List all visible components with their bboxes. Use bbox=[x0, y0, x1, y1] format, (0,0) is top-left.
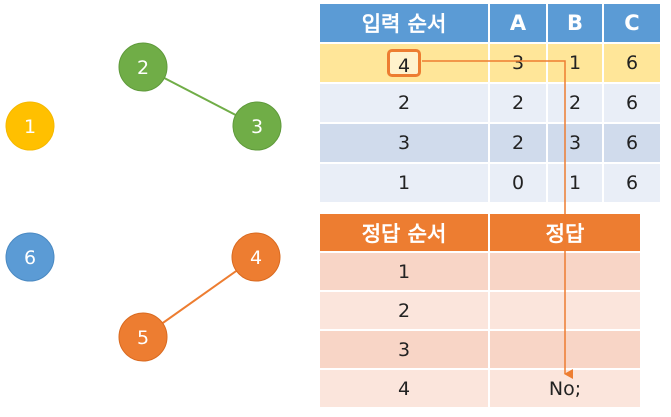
answer-order-cell: 3 bbox=[320, 329, 490, 368]
table-row: 3 bbox=[320, 329, 640, 368]
table-row: 4 3 1 6 bbox=[320, 42, 660, 82]
graph-node-2: 2 bbox=[118, 42, 168, 92]
input-table: 입력 순서 A B C 4 3 1 6 2 2 2 6 3 2 3 6 1 0 … bbox=[320, 4, 660, 202]
answer-order-cell: 2 bbox=[320, 290, 490, 329]
input-a-cell: 2 bbox=[490, 82, 548, 122]
answer-value-cell: No; bbox=[490, 368, 640, 407]
table-row: 4 No; bbox=[320, 368, 640, 407]
answer-table-header: 정답 순서 정답 bbox=[320, 214, 640, 251]
answer-value-cell bbox=[490, 290, 640, 329]
input-a-cell: 0 bbox=[490, 162, 548, 202]
highlighted-order-value: 4 bbox=[387, 49, 421, 77]
graph-node-5-label: 5 bbox=[137, 327, 149, 349]
answer-order-cell: 4 bbox=[320, 368, 490, 407]
input-b-cell: 3 bbox=[548, 122, 604, 162]
input-b-cell: 1 bbox=[548, 162, 604, 202]
input-a-cell: 2 bbox=[490, 122, 548, 162]
graph-node-1-label: 1 bbox=[24, 116, 36, 138]
answer-value-cell bbox=[490, 329, 640, 368]
answer-table: 정답 순서 정답 1 2 3 4 No; bbox=[320, 214, 640, 407]
graph-node-2-label: 2 bbox=[137, 57, 149, 79]
answer-value-cell bbox=[490, 251, 640, 290]
table-row: 1 bbox=[320, 251, 640, 290]
graph-node-6-label: 6 bbox=[24, 247, 36, 269]
input-a-cell: 3 bbox=[490, 42, 548, 82]
input-header-b: B bbox=[548, 4, 604, 42]
answer-header-order: 정답 순서 bbox=[320, 214, 490, 251]
input-b-cell: 2 bbox=[548, 82, 604, 122]
graph-node-3-label: 3 bbox=[251, 116, 263, 138]
input-header-c: C bbox=[604, 4, 660, 42]
input-header-order: 입력 순서 bbox=[320, 4, 490, 42]
input-order-cell: 2 bbox=[320, 82, 490, 122]
input-c-cell: 6 bbox=[604, 122, 660, 162]
input-table-header: 입력 순서 A B C bbox=[320, 4, 660, 42]
graph-node-3: 3 bbox=[232, 101, 282, 151]
input-header-a: A bbox=[490, 4, 548, 42]
input-order-cell: 3 bbox=[320, 122, 490, 162]
input-c-cell: 6 bbox=[604, 162, 660, 202]
input-b-cell: 1 bbox=[548, 42, 604, 82]
graph-node-1: 1 bbox=[5, 101, 55, 151]
input-order-cell: 1 bbox=[320, 162, 490, 202]
graph-node-6: 6 bbox=[5, 232, 55, 282]
table-row: 2 2 2 6 bbox=[320, 82, 660, 122]
answer-order-cell: 1 bbox=[320, 251, 490, 290]
input-order-cell: 4 bbox=[320, 42, 490, 82]
graph-node-5: 5 bbox=[118, 312, 168, 362]
graph-node-4-label: 4 bbox=[250, 247, 262, 269]
answer-header-answer: 정답 bbox=[490, 214, 640, 251]
table-row: 2 bbox=[320, 290, 640, 329]
graph-node-4: 4 bbox=[231, 232, 281, 282]
input-c-cell: 6 bbox=[604, 82, 660, 122]
input-c-cell: 6 bbox=[604, 42, 660, 82]
table-row: 1 0 1 6 bbox=[320, 162, 660, 202]
table-row: 3 2 3 6 bbox=[320, 122, 660, 162]
